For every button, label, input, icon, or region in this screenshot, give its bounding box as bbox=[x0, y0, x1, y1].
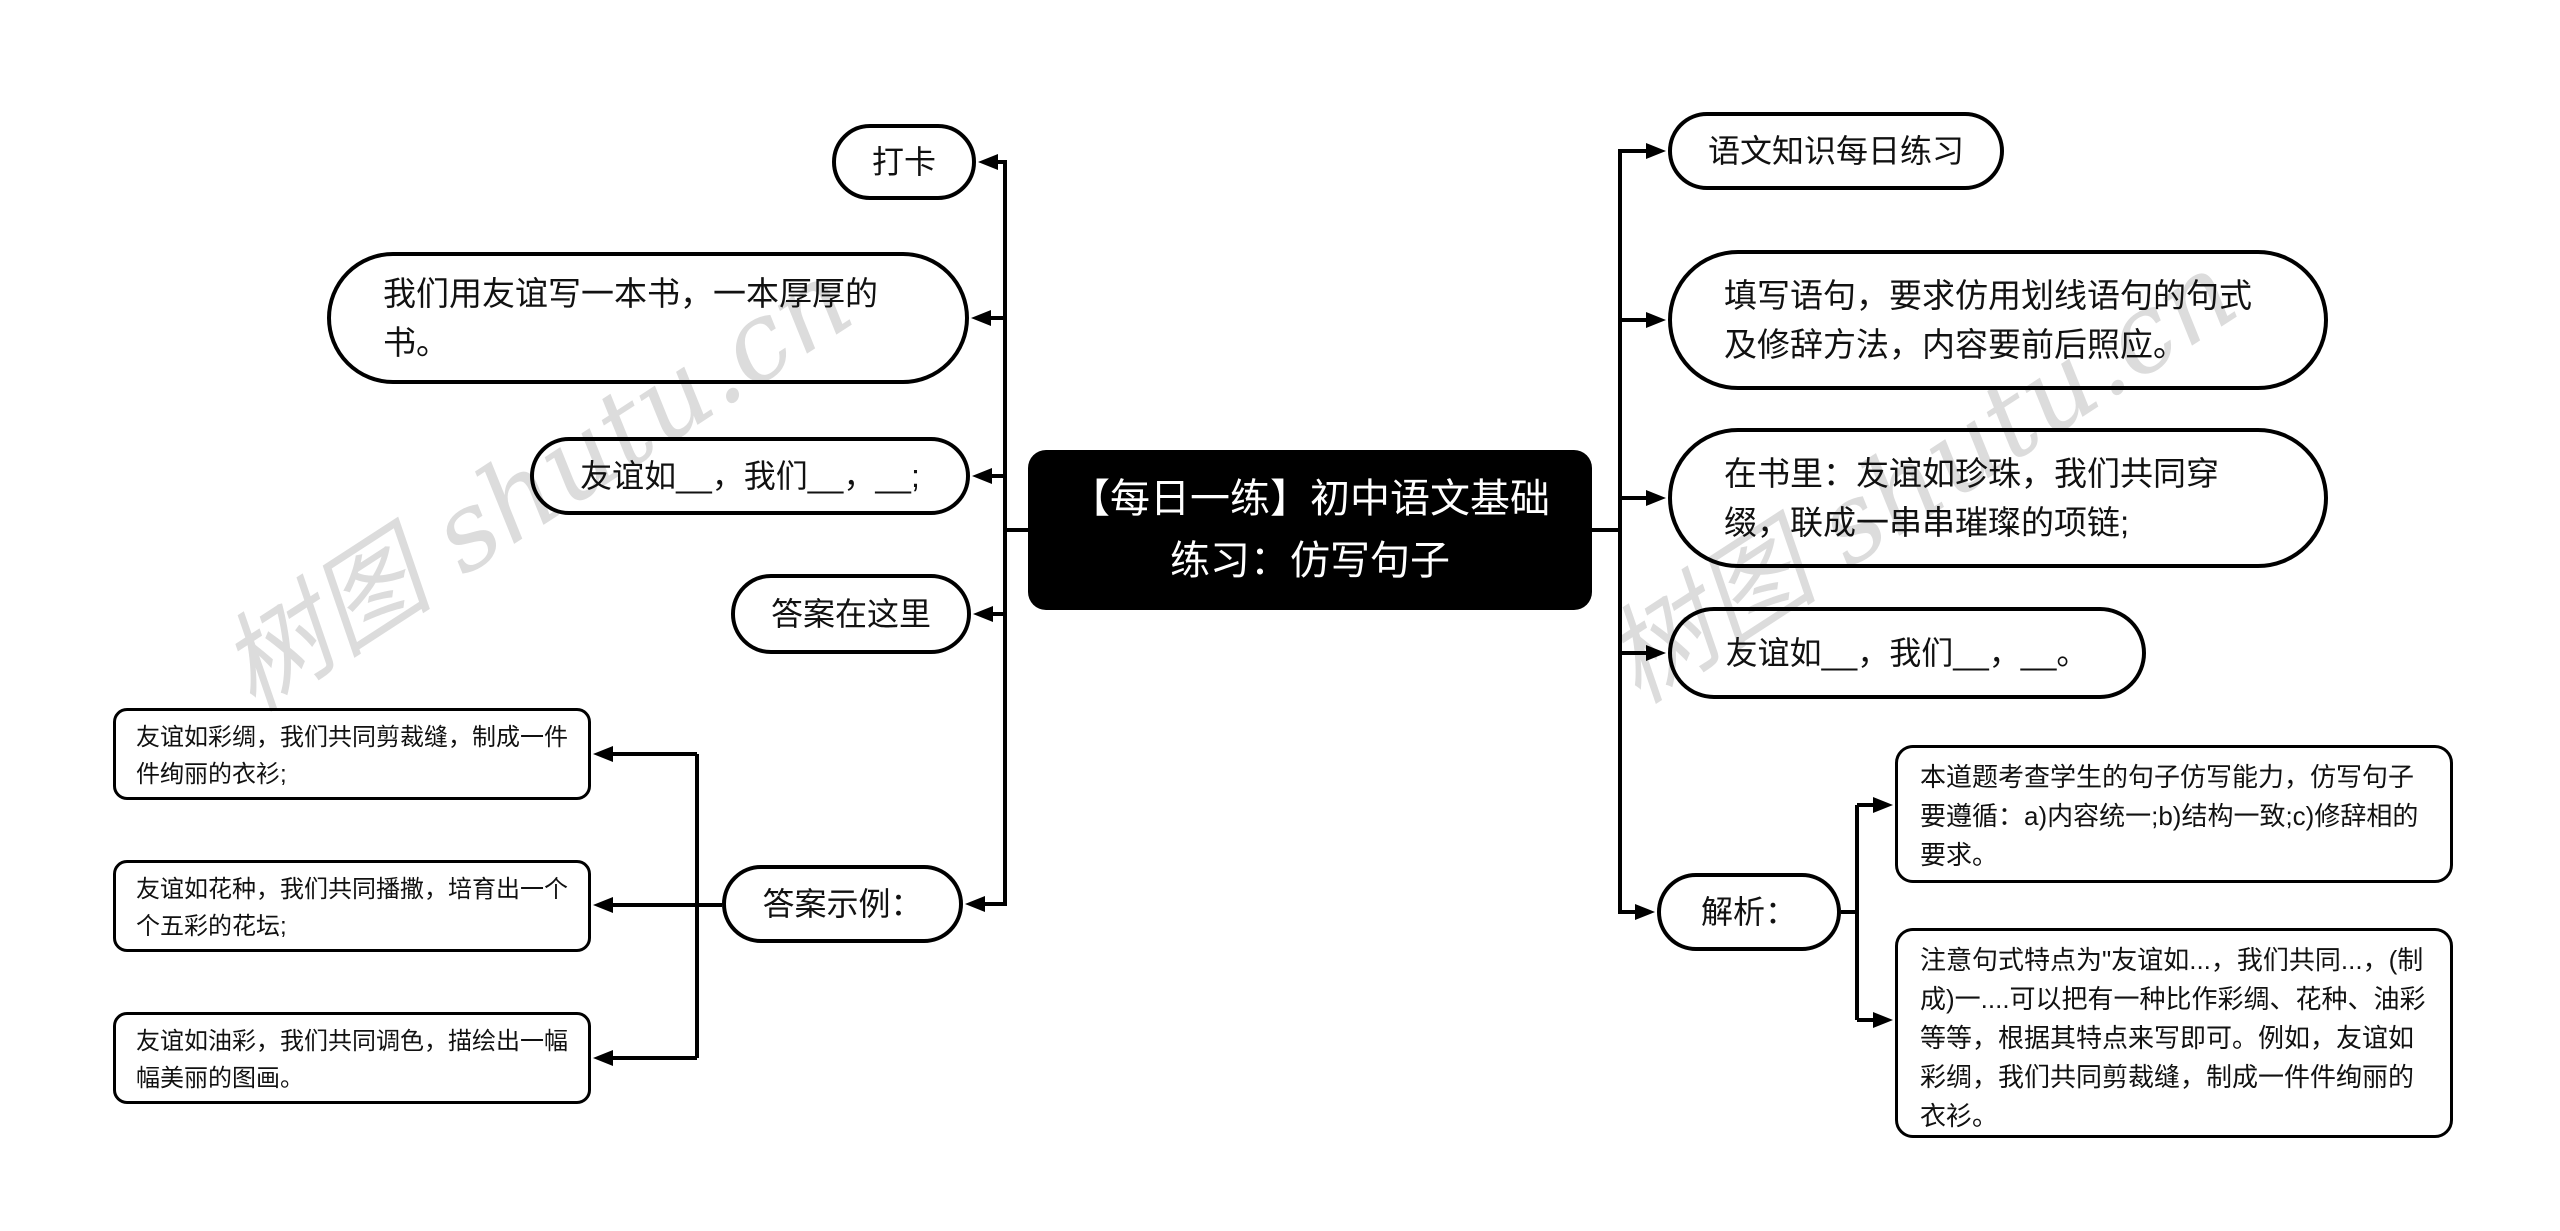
node-in-book-sentence: 在书里：友谊如珍珠，我们共同穿缀，联成一串串璀璨的项链; bbox=[1668, 428, 2328, 568]
node-fill-blank-left: 友谊如__，我们__，__; bbox=[530, 437, 970, 515]
example-box-silk: 友谊如彩绸，我们共同剪裁缝，制成一件件绚丽的衣衫; bbox=[113, 708, 591, 800]
node-analysis: 解析： bbox=[1657, 873, 1841, 951]
node-answer-examples: 答案示例： bbox=[722, 865, 963, 943]
example-box-paint: 友谊如油彩，我们共同调色，描绘出一幅幅美丽的图画。 bbox=[113, 1012, 591, 1104]
example-box-seed: 友谊如花种，我们共同播撒，培育出一个个五彩的花坛; bbox=[113, 860, 591, 952]
node-check-in: 打卡 bbox=[832, 124, 976, 200]
node-friendship-book: 我们用友谊写一本书，一本厚厚的书。 bbox=[327, 252, 969, 384]
node-fill-blank-right: 友谊如__，我们__，__。 bbox=[1668, 607, 2146, 699]
analysis-box-criteria: 本道题考查学生的句子仿写能力，仿写句子要遵循：a)内容统一;b)结构一致;c)修… bbox=[1895, 745, 2453, 883]
analysis-box-pattern: 注意句式特点为"友谊如...，我们共同...，(制成)一....可以把有一种比作… bbox=[1895, 928, 2453, 1138]
node-answer-here: 答案在这里 bbox=[731, 574, 971, 654]
node-question-requirement: 填写语句，要求仿用划线语句的句式及修辞方法，内容要前后照应。 bbox=[1668, 250, 2328, 390]
central-topic: 【每日一练】初中语文基础练习：仿写句子 bbox=[1028, 450, 1592, 610]
node-daily-practice: 语文知识每日练习 bbox=[1668, 112, 2004, 190]
